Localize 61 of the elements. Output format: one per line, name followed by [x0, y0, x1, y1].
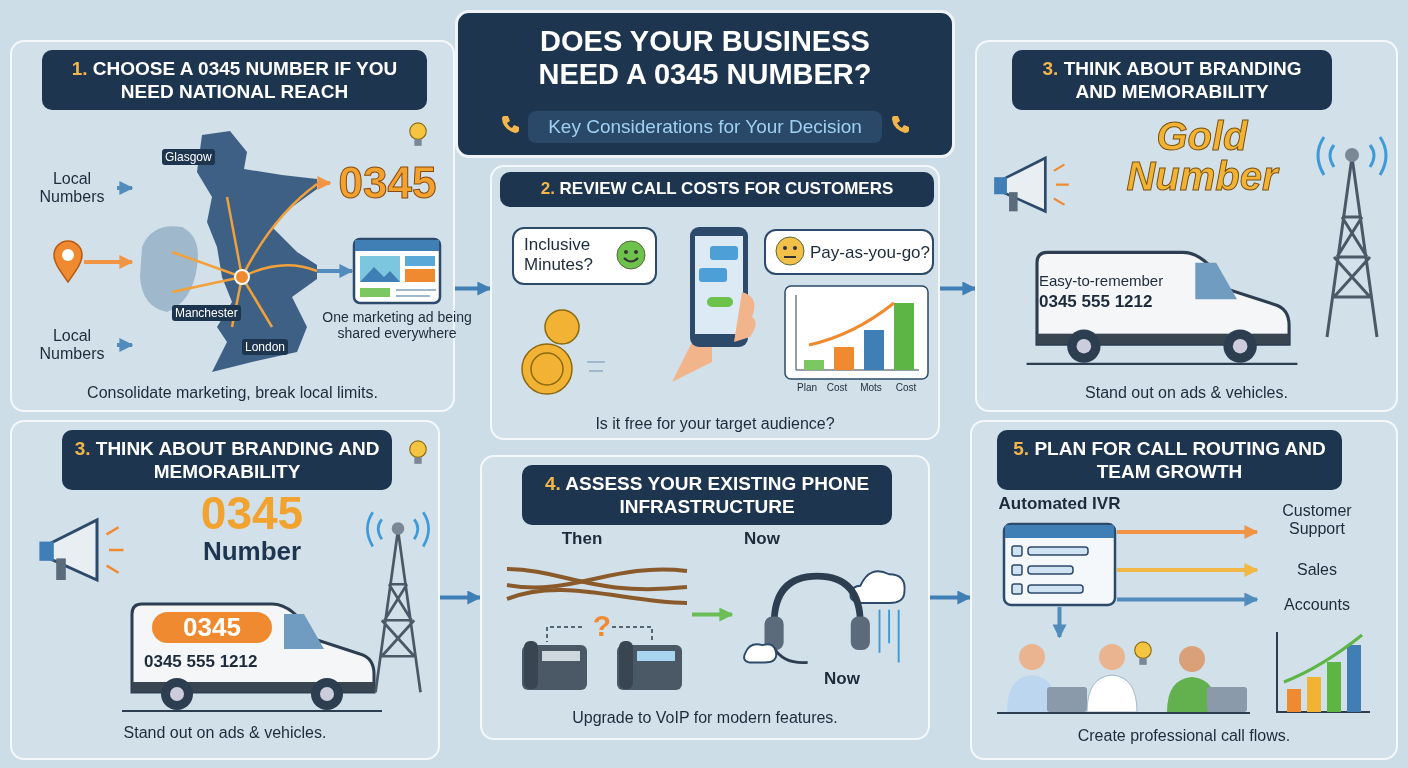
heading-banner: 5. PLAN FOR CALL ROUTING AND TEAM GROWTH	[997, 430, 1342, 491]
caption-text: Stand out on ads & vehicles.	[1084, 384, 1289, 402]
panel-card	[480, 455, 930, 740]
arrow	[440, 590, 482, 605]
heading-banner: 4. ASSESS YOUR EXISTING PHONE INFRASTRUCTURE	[522, 465, 892, 526]
subtitle-text: Key Considerations for Your Decision	[528, 111, 882, 143]
panel-card	[975, 40, 1398, 412]
callout-text: Accounts	[1257, 592, 1377, 618]
arrow	[1117, 525, 1259, 539]
heading-banner: 3. THINK ABOUT BRANDING AND MEMORABILITY	[1012, 50, 1332, 111]
caption-text: Upgrade to VoIP for modern features.	[571, 709, 839, 727]
speech-bubble	[764, 229, 934, 275]
axis-label: Cost	[825, 382, 849, 393]
callout-text: Customer Support	[1257, 498, 1377, 542]
city-label: Glasgow	[162, 149, 215, 165]
panel-card	[490, 165, 940, 440]
panel-card	[970, 420, 1398, 760]
phone-number: 0345 555 1212	[1039, 292, 1154, 312]
callout-text: Sales	[1257, 557, 1377, 583]
callout-text: Local Numbers	[27, 167, 117, 209]
arrow	[1052, 607, 1067, 639]
axis-label: Cost	[894, 382, 918, 393]
bubble-text: Inclusive Minutes?	[524, 235, 594, 275]
city-label: Manchester	[172, 305, 241, 321]
arrow	[692, 607, 734, 622]
number-badge: 0345	[152, 612, 272, 643]
arrow	[940, 281, 977, 296]
image-caption: Automated IVR	[997, 494, 1122, 514]
arrow	[455, 281, 492, 296]
caption-text: Stand out on ads & vehicles.	[122, 724, 328, 742]
arrow	[1117, 592, 1259, 607]
heading-banner: 2. REVIEW CALL COSTS FOR CUSTOMERS	[500, 172, 934, 207]
arrow	[117, 181, 134, 195]
number-text: 0345	[330, 157, 445, 209]
image-caption: Then	[560, 529, 604, 549]
heading-banner: 1. CHOOSE A 0345 NUMBER IF YOU NEED NATIONAL REACH	[42, 50, 427, 111]
heading-banner: 3. THINK ABOUT BRANDING AND MEMORABILITY	[62, 430, 392, 491]
arrow	[84, 255, 134, 269]
image-caption: Now	[823, 669, 861, 689]
headline-text: Gold Number	[1125, 116, 1281, 196]
arrow	[930, 590, 972, 605]
caption-text: Is it free for your target audience?	[594, 415, 836, 433]
phone-number: 0345 555 1212	[144, 652, 259, 672]
speech-bubble	[512, 227, 657, 285]
image-caption: Now	[743, 529, 781, 549]
city-label: London	[242, 339, 289, 355]
arrow	[317, 264, 354, 278]
image-caption: One marketing ad being shared everywhere	[322, 309, 472, 342]
van-text: Easy-to-remember	[1039, 272, 1165, 289]
title-heading: DOES YOUR BUSINESS NEED A 0345 NUMBER?	[537, 25, 873, 92]
axis-label: Plan	[796, 382, 818, 393]
panel-card	[10, 420, 440, 760]
axis-label: Mots	[859, 382, 883, 393]
title-banner	[455, 10, 955, 158]
arrow	[317, 176, 332, 190]
arrow	[117, 338, 134, 352]
question-mark: ?	[591, 609, 613, 643]
callout-text: Local Numbers	[27, 324, 117, 366]
arrow	[1117, 563, 1259, 577]
caption-text: Create professional call flows.	[1076, 727, 1292, 745]
caption-text: Consolidate marketing, break local limits.	[86, 384, 379, 402]
